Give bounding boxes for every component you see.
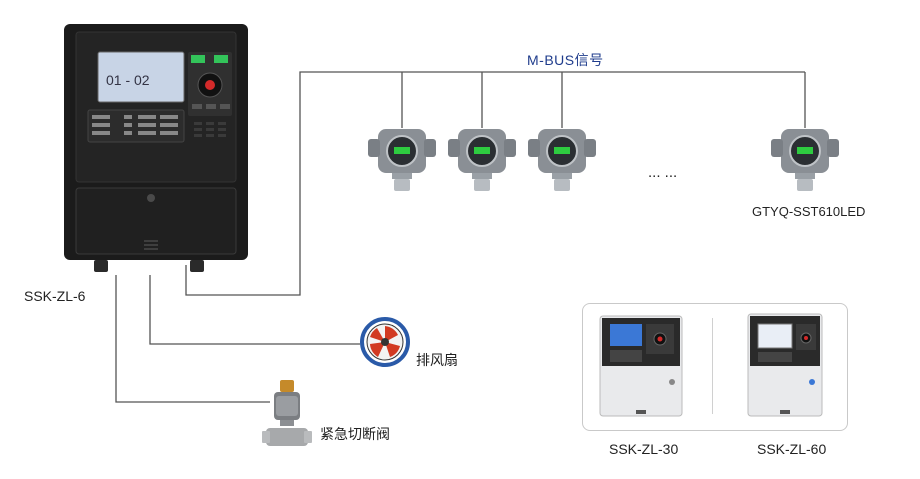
lcd-screen — [757, 323, 793, 349]
door-lock — [147, 194, 155, 202]
detector-led — [797, 147, 813, 154]
fan-label: 排风扇 — [416, 352, 458, 368]
detector-led — [554, 147, 570, 154]
shutoff-valve-icon — [262, 380, 312, 446]
gas-detector-1 — [368, 129, 436, 191]
cable-gland-left — [94, 260, 108, 272]
detector-ellipsis: ... ... — [648, 164, 678, 181]
detector-led — [474, 147, 490, 154]
model-label-ssk-zl-30: SSK-ZL-30 — [609, 441, 679, 457]
valve-label: 紧急切断阀 — [320, 426, 390, 442]
model-label-ssk-zl-60: SSK-ZL-60 — [757, 441, 827, 457]
mbus-wire — [185, 71, 805, 296]
panel-divider — [712, 318, 713, 414]
controller-ssk-zl-60 — [747, 313, 823, 417]
controller-ssk-zl-6: 01 - 02 — [64, 24, 248, 272]
green-key-right — [214, 55, 228, 63]
lcd-screen — [610, 324, 642, 346]
gas-detector-4 — [771, 129, 839, 191]
cable-gland-right — [190, 260, 204, 272]
red-center-key — [205, 80, 215, 90]
valve-wire — [115, 275, 270, 403]
gas-detector-2 — [448, 129, 516, 191]
lcd-readout: 01 - 02 — [106, 72, 150, 88]
exhaust-fan-icon — [360, 317, 410, 367]
fan-wire — [149, 275, 360, 345]
mbus-label: M-BUS信号 — [527, 52, 604, 68]
detector-led — [394, 147, 410, 154]
detector-model-label: GTYQ-SST610LED — [752, 204, 866, 219]
controller-ssk-zl-30 — [599, 315, 683, 417]
lcd-screen — [97, 51, 185, 103]
controller-label: SSK-ZL-6 — [24, 288, 86, 304]
green-key-left — [191, 55, 205, 63]
gas-detector-3 — [528, 129, 596, 191]
